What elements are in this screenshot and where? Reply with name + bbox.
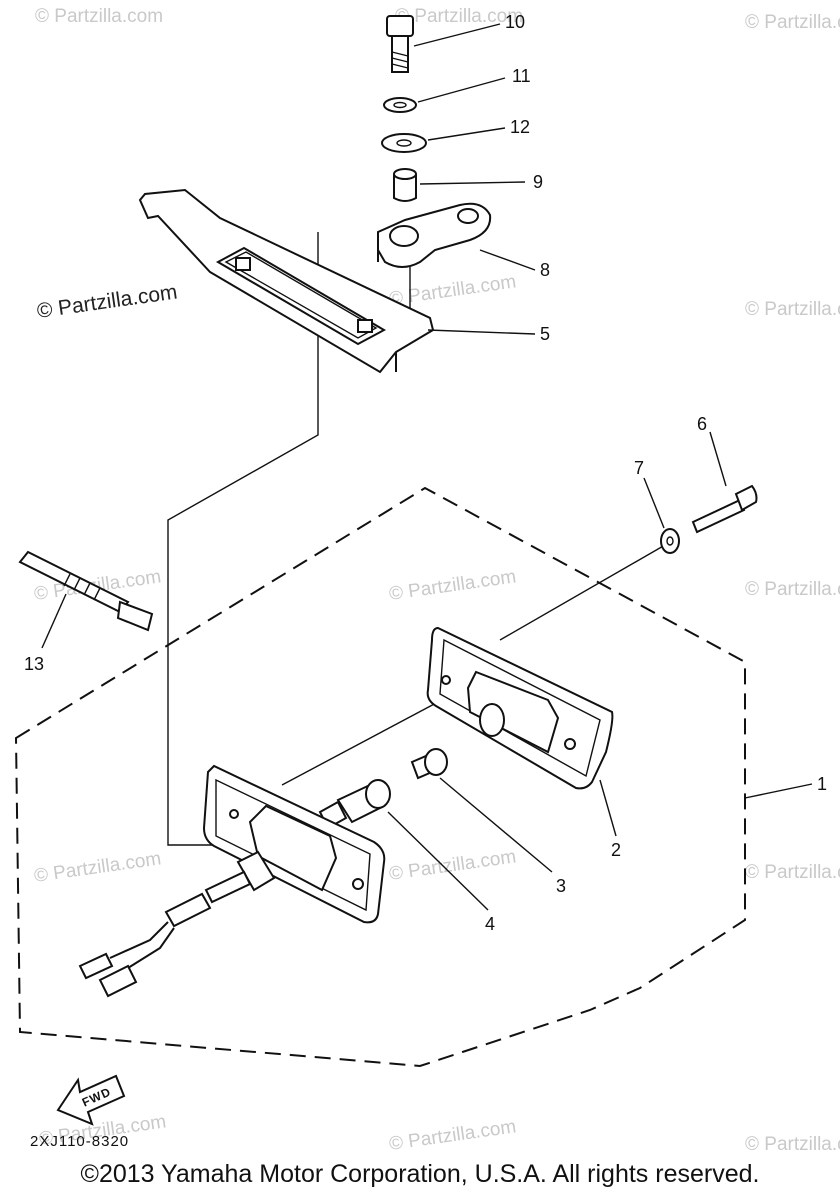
callout-8: 8 <box>540 260 550 280</box>
callout-leader <box>599 779 617 837</box>
watermark: © Partzilla.com <box>388 846 518 885</box>
bolt-part-10 <box>386 15 414 73</box>
callout-leader <box>387 811 489 911</box>
bulb-part-3 <box>410 748 448 780</box>
flat-washer-part-12 <box>381 133 427 153</box>
callout-leader <box>417 77 506 103</box>
copyright-notice: ©2013 Yamaha Motor Corporation, U.S.A. A… <box>80 1160 760 1188</box>
collar-part-9 <box>393 168 417 202</box>
watermark-layer: © Partzilla.com © Partzilla.com © Partzi… <box>33 6 840 1155</box>
callout-leader <box>427 127 506 141</box>
watermark: © Partzilla.com <box>745 299 840 320</box>
callout-6: 6 <box>697 414 707 434</box>
callout-1: 1 <box>817 774 827 794</box>
lamp-base <box>202 764 386 924</box>
lock-washer-part-11 <box>383 97 417 113</box>
assembly-boundary <box>14 486 746 1068</box>
callout-leader <box>413 23 501 47</box>
callout-9: 9 <box>533 172 543 192</box>
watermark: © Partzilla.com <box>395 6 523 27</box>
watermark: © Partzilla.com <box>745 12 840 33</box>
callout-leader <box>709 431 727 487</box>
callout-leader <box>744 783 813 799</box>
bolt-part-6 <box>691 484 758 534</box>
watermark: © Partzilla.com <box>388 566 518 605</box>
callout-7: 7 <box>634 458 644 478</box>
bracket-part-5 <box>138 188 435 374</box>
callout-leader <box>439 777 553 873</box>
callout-13: 13 <box>24 654 44 674</box>
callout-leader <box>643 477 665 529</box>
watermark: © Partzilla.com <box>388 1116 518 1155</box>
cable-tie-part-13 <box>18 550 154 632</box>
diagram-code: 2XJ110-8320 <box>30 1133 129 1150</box>
callout-leader <box>419 181 526 185</box>
watermark: © Partzilla.com <box>33 848 163 887</box>
callout-11: 11 <box>512 66 531 86</box>
forward-arrow-icon: FWD <box>56 1074 126 1126</box>
callout-2: 2 <box>611 840 621 860</box>
callout-5: 5 <box>540 324 550 344</box>
washer-part-7 <box>660 528 680 554</box>
callout-4: 4 <box>485 914 495 934</box>
callout-10: 10 <box>505 12 525 32</box>
callout-leader <box>479 249 536 271</box>
watermark: © Partzilla.com <box>745 862 840 883</box>
callout-leader <box>41 593 67 649</box>
watermark: © Partzilla.com <box>35 280 178 322</box>
callout-12: 12 <box>510 117 530 137</box>
watermark: © Partzilla.com <box>388 271 518 310</box>
watermark: © Partzilla.com <box>745 1134 840 1155</box>
arm-part-8 <box>377 202 492 268</box>
wire-harness <box>78 850 276 998</box>
callout-leader <box>427 329 536 335</box>
watermark: © Partzilla.com <box>35 6 163 27</box>
watermark: © Partzilla.com <box>745 579 840 600</box>
callout-3: 3 <box>556 876 566 896</box>
lens-part-2 <box>426 626 614 790</box>
